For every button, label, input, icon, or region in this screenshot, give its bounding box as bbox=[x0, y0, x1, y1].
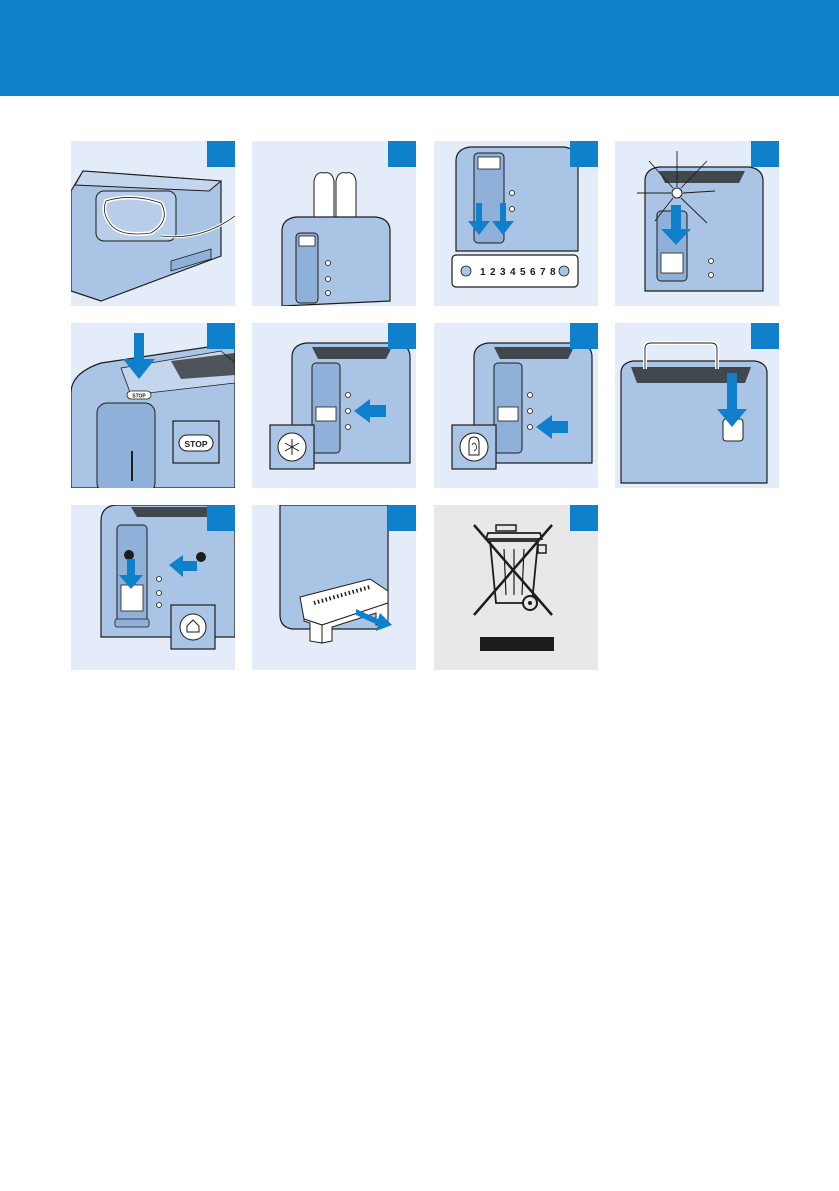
step-marker bbox=[207, 141, 235, 167]
dial-number: 8 bbox=[550, 267, 556, 278]
step-marker bbox=[570, 141, 598, 167]
step-marker bbox=[388, 505, 416, 531]
dial-number: 4 bbox=[510, 267, 516, 278]
step-marker bbox=[751, 323, 779, 349]
step-marker bbox=[570, 323, 598, 349]
figure-toasting-lights bbox=[615, 141, 779, 306]
header-band bbox=[0, 0, 839, 96]
step-marker bbox=[207, 323, 235, 349]
dial-number: 6 bbox=[530, 267, 536, 278]
figure-lift-button bbox=[71, 505, 235, 670]
figure-cord-storage bbox=[71, 141, 235, 306]
figure-insert-bread bbox=[252, 141, 416, 306]
step-marker bbox=[388, 141, 416, 167]
dial-number: 5 bbox=[520, 267, 526, 278]
dial-number: 7 bbox=[540, 267, 546, 278]
stop-button-label: STOP bbox=[185, 439, 208, 449]
dial-number: 1 bbox=[480, 267, 486, 278]
step-marker bbox=[570, 505, 598, 531]
figure-crumb-tray bbox=[252, 505, 416, 670]
figure-stop-button: STOP STOP bbox=[71, 323, 235, 488]
figure-browning-control: 1 2 3 4 5 6 7 8 bbox=[434, 141, 598, 306]
figure-reheat-button bbox=[434, 323, 598, 488]
figure-disposal bbox=[434, 505, 598, 670]
dial-number: 3 bbox=[500, 267, 506, 278]
figure-bun-warming-rack bbox=[615, 323, 779, 488]
figure-defrost-button bbox=[252, 323, 416, 488]
stop-small-label: STOP bbox=[132, 394, 146, 400]
step-marker bbox=[207, 505, 235, 531]
step-marker bbox=[388, 323, 416, 349]
dial-number: 2 bbox=[490, 267, 496, 278]
step-marker bbox=[751, 141, 779, 167]
